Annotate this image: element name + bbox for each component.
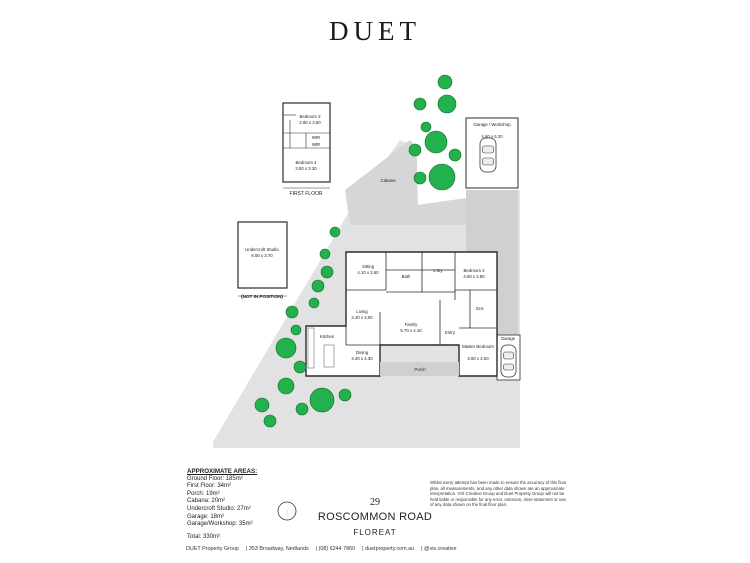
area-line: Porch: 19m² xyxy=(187,490,220,497)
footer-company: DUET Property Group xyxy=(186,546,239,552)
car-garage-icon xyxy=(500,344,517,378)
area-line: Undercroft Studio: 27m² xyxy=(187,505,251,512)
label-cabana: Cabana xyxy=(380,178,396,183)
car-workshop-icon xyxy=(479,137,497,173)
size-garage-workshop: 4.60 x 6.20 xyxy=(481,134,503,139)
label-wir2: WIR xyxy=(312,142,320,147)
size-family: 5.70 x 4.10 xyxy=(400,328,422,333)
area-line: Garage/Workshop: 35m² xyxy=(187,521,253,528)
label-bath: Bath xyxy=(402,274,411,279)
label-not-in-position: (NOT IN POSITION) xyxy=(241,294,283,299)
label-dining: Dining xyxy=(356,350,369,355)
label-bedroom4: Bedroom 4 xyxy=(295,160,317,165)
label-porch: Porch xyxy=(414,367,426,372)
label-first-floor: FIRST FLOOR xyxy=(290,191,323,197)
footer-credit[interactable]: @vis.creative xyxy=(424,546,457,552)
address-number: 29 xyxy=(370,497,380,508)
area-line: Cabana: 20m² xyxy=(187,498,226,505)
size-master: 3.50 x 4.50 xyxy=(467,356,489,361)
label-garage-workshop: Garage / Workshop xyxy=(473,122,511,127)
undercroft-studio xyxy=(237,221,288,289)
size-sitting: 4.10 x 3.60 xyxy=(357,270,379,275)
porch xyxy=(380,362,459,376)
footer: DUET Property Group| 353 Broadway, Nedla… xyxy=(186,546,457,552)
interior-walls xyxy=(345,252,497,346)
label-ens: Ens xyxy=(476,306,483,311)
area-line: Garage: 18m² xyxy=(187,513,225,520)
footer-phone: (08) 6244 7860 xyxy=(318,546,356,552)
label-entry: Entry xyxy=(445,330,456,335)
approximate-areas: APPROXIMATE AREAS: Ground Floor: 185m² F… xyxy=(187,468,257,541)
kitchen-bench xyxy=(307,327,315,369)
footer-address: 353 Broadway, Nedlands xyxy=(248,546,309,552)
address-suburb: FLOREAT xyxy=(353,528,397,537)
label-kitchen: Kitchen xyxy=(320,334,335,339)
label-sitting: Sitting xyxy=(362,264,375,269)
label-bedroom3: Bedroom 3 xyxy=(299,114,321,119)
cabana-area xyxy=(345,140,470,225)
north-compass-icon xyxy=(277,501,297,521)
address-street: ROSCOMMON ROAD xyxy=(317,511,433,523)
size-bedroom2: 4.60 x 2.80 xyxy=(463,274,485,279)
label-garage: Garage xyxy=(501,336,516,341)
footer-web[interactable]: duetproperty.com.au xyxy=(365,546,415,552)
kitchen-island xyxy=(323,344,335,368)
label-family: Family xyxy=(405,322,419,327)
label-undercroft: Undercroft Studio xyxy=(245,247,279,252)
size-dining: 3.40 x 4.30 xyxy=(351,356,373,361)
brand-logo: DUET xyxy=(329,16,421,46)
areas-heading: APPROXIMATE AREAS: xyxy=(187,468,258,475)
size-bedroom4: 3.50 x 3.30 xyxy=(295,166,317,171)
area-line: Ground Floor: 185m² xyxy=(187,475,243,482)
size-living: 3.40 x 4.00 xyxy=(351,315,373,320)
size-undercroft: 6.50 x 3.70 xyxy=(251,253,273,258)
label-ldry: L'dry xyxy=(433,268,443,273)
label-bedroom2: Bedroom 2 xyxy=(463,268,485,273)
label-living: Living xyxy=(356,309,368,314)
first-floor-plan xyxy=(282,102,331,183)
area-total: Total: 330m² xyxy=(187,533,221,540)
trees xyxy=(254,74,462,428)
area-line: First Floor: 34m² xyxy=(187,483,232,490)
disclaimer-text: Whilst every attempt has been made to en… xyxy=(430,480,567,508)
size-bedroom3: 2.80 x 3.50 xyxy=(299,120,321,125)
label-master: Master Bedroom xyxy=(462,344,494,349)
label-wir1: WIR xyxy=(312,135,320,140)
